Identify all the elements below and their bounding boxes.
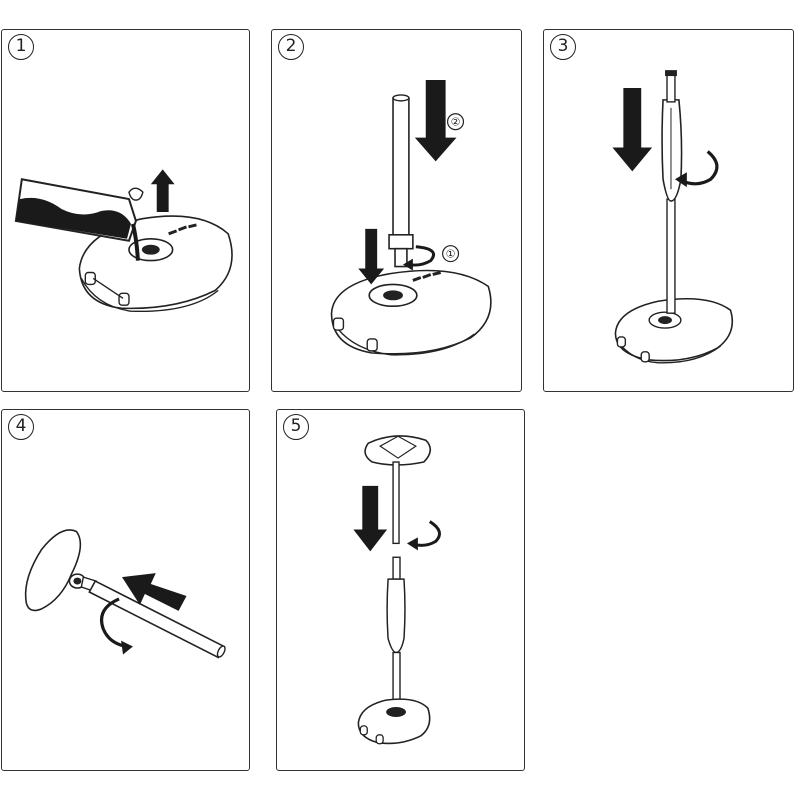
step-2-illustration: ② ① [330,80,492,356]
up-arrow-icon [150,169,175,212]
sub-step-marker: ② [451,116,461,129]
step-1-illustration [14,169,233,313]
step-2-panel: 2 ② ① [271,29,522,392]
pole-tube [666,198,676,314]
pole-tube [88,580,226,659]
pole-clamp [386,578,406,654]
fan-head-plate [24,529,82,612]
sub-step-marker: ① [446,248,456,261]
fan-base [357,698,431,745]
rotate-arrow-icon [402,258,413,271]
pole-tube [392,97,410,238]
left-arrow-icon [122,573,187,611]
fan-base [330,269,492,355]
rotate-arrow-icon [121,640,133,655]
step-3-panel: 3 [543,29,794,392]
step-5-illustration [353,435,442,745]
step-4-panel: 4 [1,409,250,771]
step-number: 5 [283,414,309,440]
pole-clamp [661,99,683,202]
step-3-illustration [612,70,734,364]
step-4-illustration [24,529,226,659]
rotate-arrow-icon [674,172,687,188]
down-arrow-icon [358,228,385,285]
rotate-arrow-icon [406,537,418,551]
step-1-panel: 1 [1,29,250,392]
upper-tube [392,461,400,545]
step-number: 2 [278,34,304,60]
down-arrow-icon [353,485,388,552]
step-number: 1 [8,34,34,60]
down-arrow-icon [414,80,457,162]
step-number: 3 [550,34,576,60]
step-5-panel: 5 [276,409,525,771]
down-arrow-icon [612,87,653,172]
cap-icon [128,187,144,201]
step-number: 4 [8,414,34,440]
